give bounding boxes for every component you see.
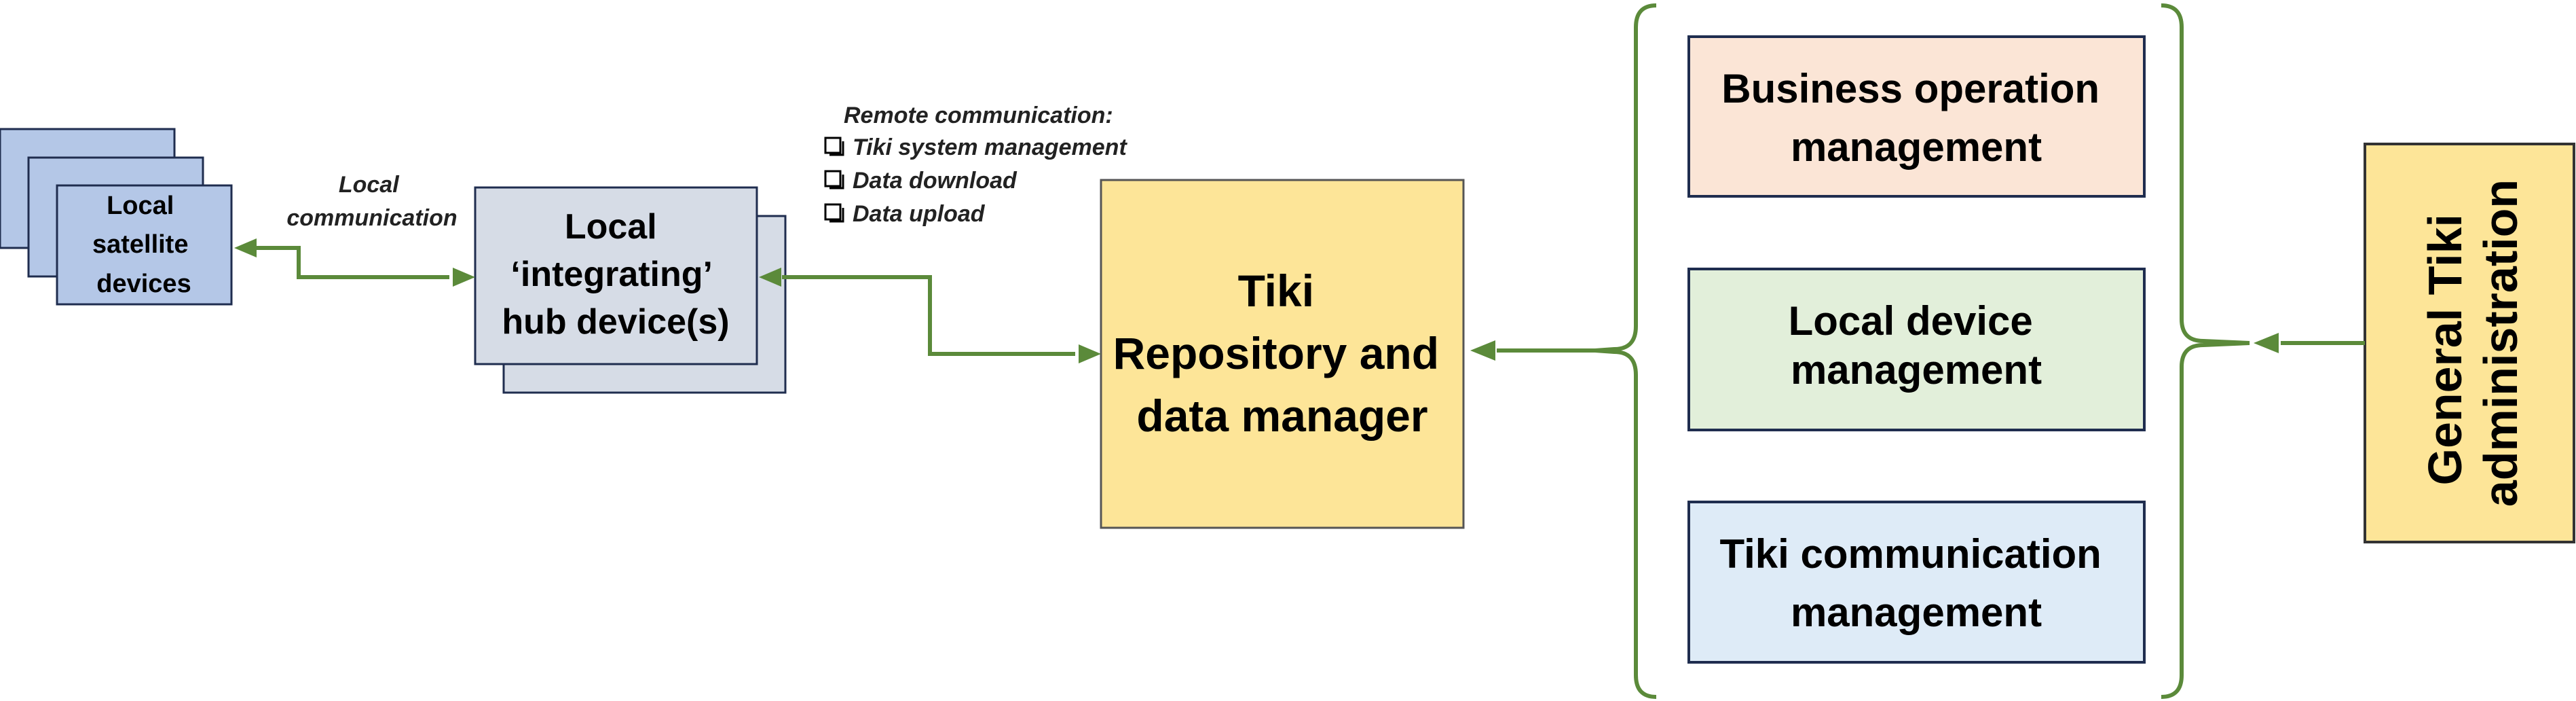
remote-communication-title: Remote communication: <box>844 103 1113 128</box>
arrowhead-icon <box>453 268 475 287</box>
business-operation-box: Business operation management <box>1687 35 2146 198</box>
hub-label: Local ‘integrating’ hub device(s) <box>502 207 729 342</box>
arrowhead-icon <box>234 238 257 257</box>
local-communication-line-1: Local <box>339 172 400 198</box>
hub-label-line-1: Local <box>565 207 657 247</box>
repository-label-line-1: Tiki <box>1238 266 1315 316</box>
hub-devices-stack: Local ‘integrating’ hub device(s) <box>474 186 787 394</box>
satellite-device-front <box>56 184 233 306</box>
local-device-line-2: management <box>1791 347 2042 393</box>
right-curly-brace <box>2161 3 2250 699</box>
hub-label-line-3: hub device(s) <box>502 302 729 342</box>
checkbox-icon <box>824 203 844 223</box>
tiki-communication-line-1: Tiki communication <box>1720 531 2102 577</box>
repository-box: Tiki Repository and data manager <box>1100 179 1465 529</box>
admin-rect <box>2364 143 2575 543</box>
local-device-line-1: Local device <box>1789 298 2033 344</box>
local-device-label: Local device management <box>1789 298 2045 393</box>
business-operation-rect <box>1687 35 2146 198</box>
satellite-label: Local satellite devices <box>92 192 195 298</box>
checkbox-icon <box>824 170 844 190</box>
tiki-communication-line-2: management <box>1791 590 2042 635</box>
remote-communication-list: Remote communication: Tiki system manage… <box>824 103 1127 227</box>
local-communication-label: Local communication <box>286 172 457 231</box>
admin-label: General Tiki administration <box>2419 179 2527 507</box>
connector-satellite-hub <box>255 246 449 279</box>
satellite-label-line-1: Local <box>107 192 174 220</box>
remote-item-2: Data download <box>824 168 1018 194</box>
admin-label-line-2: administration <box>2474 179 2527 507</box>
business-operation-line-2: management <box>1791 124 2042 170</box>
remote-item-1-text: Tiki system management <box>853 134 1127 160</box>
satellite-devices-stack: Local satellite devices <box>0 128 233 306</box>
satellite-label-line-3: devices <box>96 270 191 298</box>
business-operation-line-1: Business operation <box>1721 66 2099 111</box>
remote-item-3: Data upload <box>824 201 986 227</box>
tiki-communication-label: Tiki communication management <box>1720 531 2113 635</box>
repository-label-line-3: data manager <box>1136 391 1427 441</box>
tiki-communication-box: Tiki communication management <box>1687 501 2146 664</box>
local-communication-line-2: communication <box>286 205 457 231</box>
repository-label: Tiki Repository and data manager <box>1113 266 1452 441</box>
local-device-box: Local device management <box>1687 268 2146 431</box>
admin-box: General Tiki administration <box>2364 143 2575 543</box>
hub-label-line-2: ‘integrating’ <box>510 255 711 294</box>
left-curly-brace <box>1594 3 1657 699</box>
arrowhead-icon <box>2254 333 2279 353</box>
connector-hub-repository <box>782 275 1075 356</box>
repository-label-line-2: Repository and <box>1113 328 1439 378</box>
remote-item-1: Tiki system management <box>824 134 1127 160</box>
tiki-communication-rect <box>1687 501 2146 664</box>
checkbox-icon <box>824 137 844 156</box>
hub-device-front <box>474 186 758 365</box>
arrowhead-icon <box>1079 344 1101 363</box>
repository-rect <box>1100 179 1465 529</box>
remote-item-3-text: Data upload <box>853 201 986 227</box>
business-operation-label: Business operation management <box>1721 66 2110 170</box>
arrowhead-icon <box>759 268 781 287</box>
admin-label-line-1: General Tiki <box>2419 214 2471 485</box>
satellite-label-line-2: satellite <box>92 230 189 259</box>
local-device-rect <box>1687 268 2146 431</box>
remote-item-2-text: Data download <box>853 168 1018 194</box>
arrowhead-icon <box>1470 340 1495 361</box>
